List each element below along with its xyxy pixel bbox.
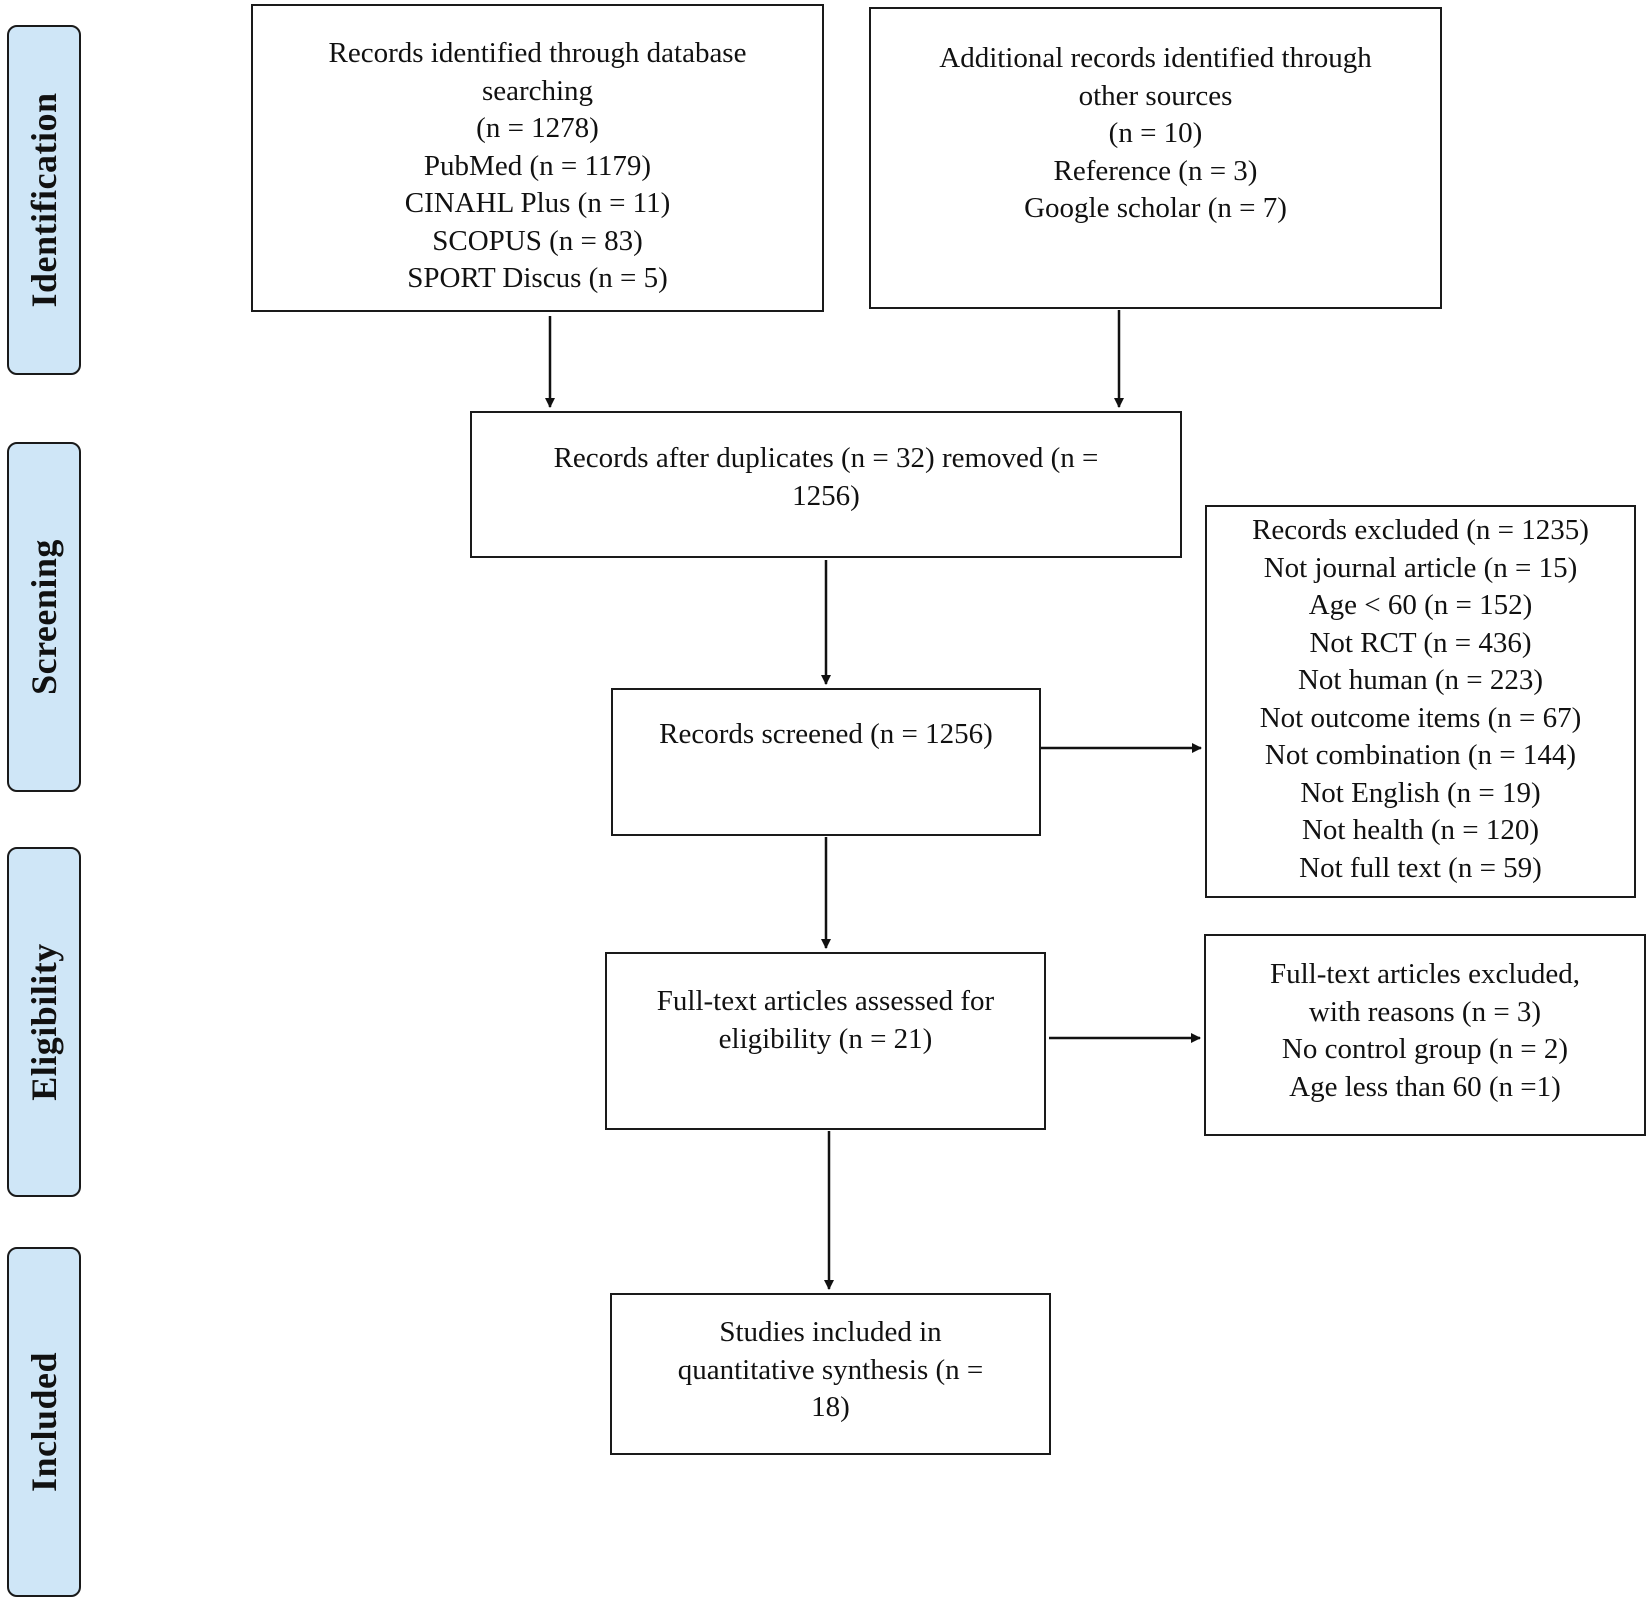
other-sources-box: Additional records identified through ot… (869, 7, 1442, 309)
box-line: Not combination (n = 144) (1264, 739, 1577, 771)
box-line: SPORT Discus (n = 5) (407, 262, 668, 294)
stage-tab-screening: Screening (7, 442, 81, 792)
stage-tab-included: Included (7, 1247, 81, 1597)
records-screened-box: Records screened (n = 1256) (611, 688, 1041, 836)
box-line: Not RCT (n = 436) (1309, 626, 1532, 659)
stage-tab-identification: Identification (7, 25, 81, 375)
after-duplicates-box: Records after duplicates (n = 32) remove… (470, 411, 1182, 558)
box-line: Google scholar (n = 7) (1024, 192, 1287, 224)
box-line: CINAHL Plus (n = 11) (404, 187, 671, 219)
box-line: Records excluded (n = 1235) (1252, 514, 1589, 546)
full-text-excluded-box: Full-text articles excluded, with reason… (1204, 934, 1646, 1136)
box-line: (n = 1278) (476, 112, 599, 144)
box-line: PubMed (n = 1179) (423, 149, 652, 182)
box-line: (n = 10) (1108, 117, 1203, 149)
box-line: 18) (811, 1391, 850, 1423)
box-line: Not English (n = 19) (1300, 776, 1541, 809)
box-line: Records after duplicates (n = 32) remove… (553, 442, 1099, 474)
box-line: No control group (n = 2) (1281, 1033, 1569, 1065)
box-line: Age < 60 (n = 152) (1308, 589, 1533, 621)
box-line: 1256) (792, 479, 860, 512)
box-line: Additional records identified through (939, 42, 1372, 74)
box-line: Not full text (n = 59) (1299, 851, 1542, 884)
stage-tab-eligibility: Eligibility (7, 847, 81, 1197)
box-line: Reference (n = 3) (1053, 154, 1258, 187)
box-line: Not journal article (n = 15) (1263, 551, 1578, 584)
box-line: Not human (n = 223) (1297, 664, 1544, 696)
box-line: Age less than 60 (n =1) (1289, 1070, 1561, 1103)
box-line: Full-text articles excluded, (1269, 958, 1581, 990)
box-line: SCOPUS (n = 83) (432, 224, 643, 257)
box-line: searching (481, 74, 594, 107)
box-line: Not outcome items (n = 67) (1259, 701, 1582, 734)
database-search-box: Records identified through database sear… (251, 4, 824, 312)
box-line: with reasons (n = 3) (1308, 995, 1542, 1028)
box-line: Studies included in (719, 1316, 942, 1348)
box-line: quantitative synthesis (n = (677, 1353, 984, 1386)
box-line: Records screened (n = 1256) (659, 718, 993, 750)
box-line: other sources (1078, 79, 1233, 112)
box-line: eligibility (n = 21) (718, 1022, 933, 1055)
box-line: Not health (n = 120) (1301, 814, 1540, 846)
box-line: Records identified through database (328, 37, 747, 69)
box-line: Full-text articles assessed for (656, 985, 995, 1017)
full-text-assessed-box: Full-text articles assessed for eligibil… (605, 952, 1046, 1130)
records-excluded-box: Records excluded (n = 1235) Not journal … (1205, 505, 1636, 898)
studies-included-box: Studies included in quantitative synthes… (610, 1293, 1051, 1455)
